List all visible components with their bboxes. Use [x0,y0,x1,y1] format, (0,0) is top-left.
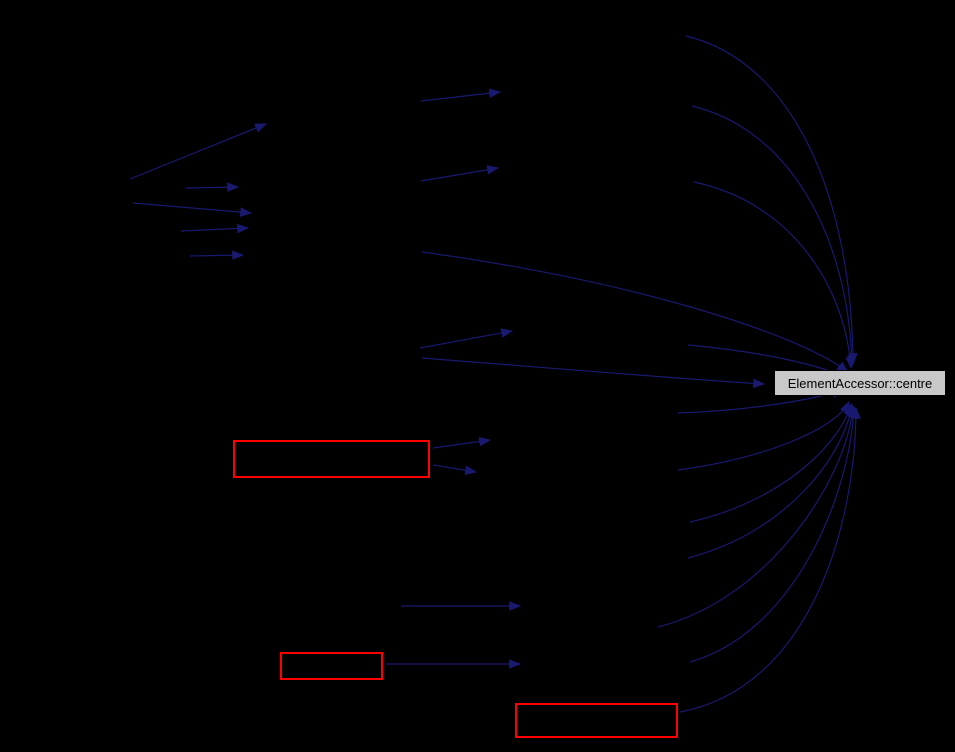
call-graph-edge [432,436,492,449]
call-graph-edge [685,35,858,366]
call-graph-edge [657,404,857,628]
call-graph-edge [129,123,268,180]
truncated-graph-node[interactable] [280,652,383,680]
call-graph-edge [432,464,478,476]
call-graph-edge [679,406,861,713]
call-graph-edge [677,400,850,471]
call-graph-edge [421,251,849,373]
truncated-graph-node[interactable] [233,440,430,478]
call-graph-edge [180,223,250,234]
truncated-graph-node[interactable] [515,703,678,738]
graph-node-elementaccessor-centre[interactable]: ElementAccessor::centre [774,370,946,396]
call-graph-edge [132,202,253,217]
call-graph-edge [689,402,853,523]
call-graph-edge [419,328,514,349]
center-node-label: ElementAccessor::centre [787,375,933,391]
call-graph-edge [420,165,500,182]
call-graph-edge [421,357,766,389]
call-graph-edge [691,105,857,368]
call-graph-edge [189,250,245,261]
call-graph-edge [687,403,856,559]
call-graph-edge [689,405,859,663]
call-graph-edge [420,88,502,102]
call-graph-edge [185,182,240,193]
call-graph-edge [693,181,856,370]
